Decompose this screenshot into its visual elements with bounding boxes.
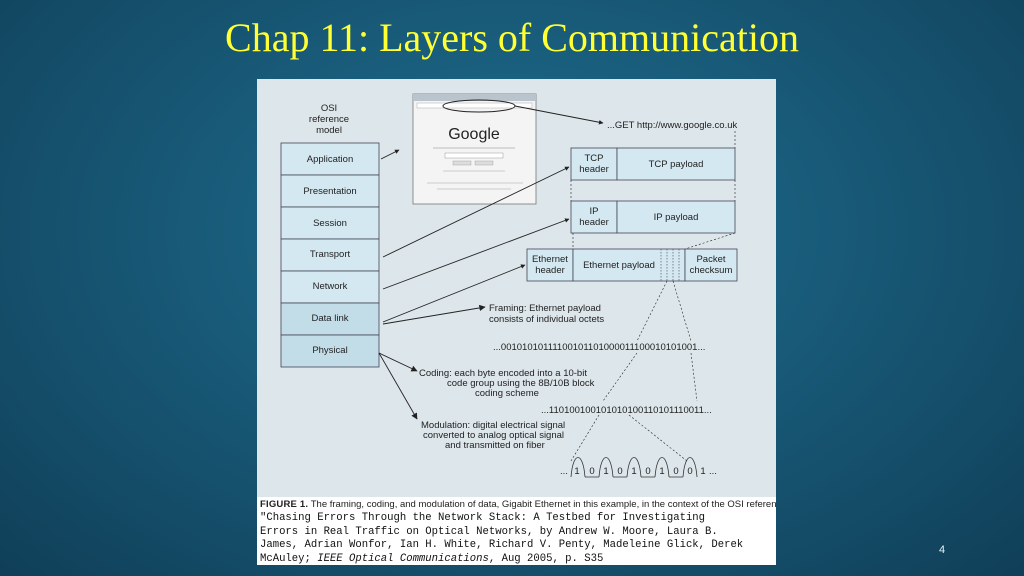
- signal-bit: 0: [687, 466, 692, 477]
- get-request-text: ...GET http://www.google.co.uk: [607, 120, 737, 131]
- signal-bit: 0: [589, 466, 594, 477]
- ip-payload-label: IP payload: [654, 212, 699, 223]
- optical-waveform: [570, 457, 698, 478]
- signal-prefix: ...: [560, 466, 568, 477]
- figure-scan: OSI reference model Application Presenta…: [257, 79, 776, 565]
- citation-authors-tail: McAuley;: [260, 552, 318, 565]
- signal-bit: 0: [673, 466, 678, 477]
- citation-line-last: McAuley; IEEE Optical Communications, Au…: [260, 553, 775, 565]
- layer-transport-label: Transport: [310, 249, 351, 260]
- browser-thumbnail: Google: [412, 93, 537, 205]
- layer-datalink-label: Data link: [312, 313, 349, 324]
- layer-network-label: Network: [313, 281, 348, 292]
- layer-transport-box: [280, 238, 380, 272]
- signal-bit: 0: [645, 466, 650, 477]
- coding-note-line-3: coding scheme: [475, 388, 539, 399]
- ethernet-header-line-1: Ethernet: [532, 254, 568, 265]
- modulation-note-line-3: and transmitted on fiber: [445, 440, 545, 451]
- coding-note-line-1: Coding: each byte encoded into a 10-bit: [419, 368, 587, 379]
- signal-bit: 1: [603, 466, 608, 477]
- signal-bit: 0: [617, 466, 622, 477]
- octet-bits: ...0010101011110010110100001110001010100…: [493, 342, 705, 353]
- coding-note-line-2: code group using the 8B/10B block: [447, 378, 595, 389]
- tcp-header-line-2: header: [579, 164, 609, 175]
- figure-caption-label: FIGURE 1.: [260, 499, 309, 510]
- tcp-segment: [570, 147, 736, 181]
- packet-checksum-line-2: checksum: [690, 265, 733, 276]
- osi-heading-line-3: model: [316, 125, 342, 136]
- layer-application-label: Application: [307, 154, 353, 165]
- signal-suffix: ...: [709, 466, 717, 477]
- ip-header-line-2: header: [579, 217, 609, 228]
- packet-checksum-line-1: Packet: [696, 254, 725, 265]
- framing-note-line-2: consists of individual octets: [489, 314, 604, 325]
- signal-bit: 1: [631, 466, 636, 477]
- ethernet-frame: [526, 248, 738, 282]
- ip-header-line-1: IP: [590, 206, 599, 217]
- osi-layer-stack: [280, 142, 380, 368]
- signal-bit-labels: 1 0 1 0 1 0 1 0 0 1: [574, 466, 705, 477]
- layer-session-label: Session: [313, 218, 347, 229]
- figure-caption-text: The framing, coding, and modulation of d…: [310, 499, 776, 510]
- code-group-bits: ...110100100101010100110101110011...: [541, 405, 712, 416]
- citation-journal: IEEE Optical Communications: [317, 552, 489, 565]
- slide-title: Chap 11: Layers of Communication: [225, 15, 799, 60]
- page-number: 4: [938, 544, 946, 556]
- tcp-header-line-1: TCP: [585, 153, 604, 164]
- google-logo: Google: [448, 126, 500, 143]
- osi-diagram: OSI reference model Application Presenta…: [257, 79, 776, 497]
- signal-bit: 1: [700, 466, 705, 477]
- layer-application-box: [280, 142, 380, 176]
- figure-caption: FIGURE 1. The framing, coding, and modul…: [260, 499, 776, 511]
- layer-physical-box: [280, 334, 380, 368]
- osi-heading-line-1: OSI: [321, 103, 337, 114]
- layer-datalink-box: [280, 302, 380, 336]
- tcp-payload-label: TCP payload: [649, 159, 704, 170]
- citation-block: "Chasing Errors Through the Network Stac…: [260, 512, 775, 565]
- ethernet-octet-dividers: [660, 249, 680, 281]
- layer-session-box: [280, 206, 380, 240]
- citation-date: , Aug 2005, p. S35: [488, 552, 604, 565]
- ethernet-payload-label: Ethernet payload: [583, 260, 655, 271]
- citation-line: "Chasing Errors Through the Network Stac…: [260, 512, 706, 524]
- layer-physical-label: Physical: [312, 345, 347, 356]
- citation-line: James, Adrian Wonfor, Ian H. White, Rich…: [260, 539, 744, 552]
- modulation-note-line-1: Modulation: digital electrical signal: [421, 420, 565, 431]
- osi-heading-line-2: reference: [309, 114, 349, 125]
- layer-presentation-label: Presentation: [303, 186, 356, 197]
- framing-note-line-1: Framing: Ethernet payload: [489, 303, 601, 314]
- modulation-note-line-2: converted to analog optical signal: [423, 430, 564, 441]
- citation-line: Errors in Real Traffic on Optical Networ…: [260, 525, 718, 538]
- ethernet-header-line-2: header: [535, 265, 565, 276]
- layer-presentation-box: [280, 174, 380, 208]
- signal-bit: 1: [574, 466, 579, 477]
- ip-packet: [570, 200, 736, 234]
- signal-bit: 1: [659, 466, 664, 477]
